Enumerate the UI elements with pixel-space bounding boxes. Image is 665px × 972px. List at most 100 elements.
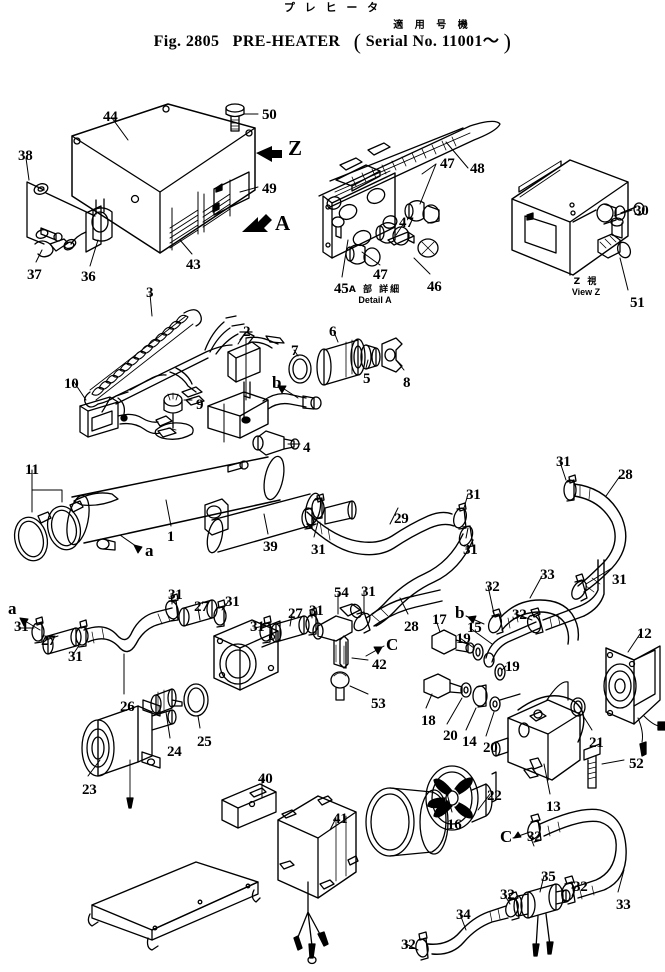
part-callout-48: 48 xyxy=(470,161,485,177)
part-callout-33: 33 xyxy=(540,567,555,583)
part-callout-18: 18 xyxy=(421,713,436,729)
detail-a-assembly xyxy=(319,121,500,266)
hose-26 xyxy=(84,608,174,652)
part-callout-28: 28 xyxy=(618,467,633,483)
part-callout-36: 36 xyxy=(81,269,96,285)
clip-8 xyxy=(382,338,402,372)
connector-10 xyxy=(80,397,176,437)
ref-c-bottom: C xyxy=(500,827,513,846)
part-callout-35: 35 xyxy=(541,869,556,885)
figure-title: プ レ ヒ ー タ Fig. 2805 PRE-HEATER ( 適 用 号 機… xyxy=(0,1,665,54)
clamp-31-e xyxy=(564,475,576,501)
arrow-z xyxy=(256,146,282,162)
clamp-31-b xyxy=(452,503,469,529)
part-callout-52: 52 xyxy=(629,756,644,772)
part-callout-32: 32 xyxy=(512,607,527,623)
part-callout-40: 40 xyxy=(258,771,273,787)
part-callout-6: 6 xyxy=(329,324,337,340)
filter-35 xyxy=(514,884,570,956)
part-callout-31: 31 xyxy=(309,603,324,619)
part-callout-47: 47 xyxy=(399,215,414,231)
clamp-32-b xyxy=(525,608,543,635)
paren-open: ( xyxy=(353,29,362,54)
serial-english: Serial No. 11001～ xyxy=(365,33,500,50)
washer-19-b xyxy=(495,664,505,680)
part-callout-31: 31 xyxy=(168,587,183,603)
part-callout-31: 31 xyxy=(14,619,29,635)
part-callout-23: 23 xyxy=(82,782,97,798)
figure-name: PRE-HEATER xyxy=(232,33,341,50)
section-arrow-z-letter: Z xyxy=(288,136,302,160)
part-callout-29: 29 xyxy=(394,511,409,527)
view-z-label-en: View Z xyxy=(571,287,601,297)
clamps-11 xyxy=(10,501,85,564)
part-callout-9: 9 xyxy=(196,397,204,413)
part-callout-14: 14 xyxy=(462,734,477,750)
arrow-a xyxy=(242,214,272,232)
part-callout-15: 15 xyxy=(467,620,482,636)
fitting-5 xyxy=(361,345,380,369)
part-callout-13: 13 xyxy=(546,799,561,815)
part-callout-32: 32 xyxy=(401,937,416,953)
solenoid-2 xyxy=(228,332,260,398)
reference-arrows xyxy=(20,385,530,838)
part-callout-17: 17 xyxy=(432,612,447,628)
part-callout-31: 31 xyxy=(466,487,481,503)
fitting-14 xyxy=(473,685,487,707)
clamp-31-h xyxy=(76,620,88,647)
part-callout-21: 21 xyxy=(589,735,604,751)
part-callout-47: 47 xyxy=(440,156,455,172)
fitting-51 xyxy=(598,234,633,260)
part-callout-31: 31 xyxy=(68,649,83,665)
detail-a-label-en: Detail A xyxy=(358,295,392,305)
detail-a-label: A 部 詳細 Detail A xyxy=(330,284,420,305)
view-z-assembly xyxy=(512,160,644,275)
part-callout-41: 41 xyxy=(333,811,348,827)
part-callout-27: 27 xyxy=(194,599,209,615)
part-callout-31: 31 xyxy=(463,542,478,558)
part-callout-31: 31 xyxy=(250,619,265,635)
part-callout-46: 46 xyxy=(427,279,442,295)
part-callout-7: 7 xyxy=(291,343,299,359)
bracket-40 xyxy=(222,784,276,828)
clamp-31-a xyxy=(302,508,314,529)
title-japanese: プ レ ヒ ー タ xyxy=(283,1,382,14)
motor-12 xyxy=(604,646,665,756)
ref-b-mid: b xyxy=(455,603,465,622)
title-english-row: Fig. 2805 PRE-HEATER ( 適 用 号 機 Serial No… xyxy=(0,15,665,54)
washer-19-a xyxy=(473,644,483,660)
tank-assembly xyxy=(10,455,356,565)
bolt-50 xyxy=(226,104,244,131)
part-callout-19: 19 xyxy=(456,631,471,647)
part-callout-30: 30 xyxy=(634,203,649,219)
clamp-31-d xyxy=(351,610,373,633)
part-callout-31: 31 xyxy=(361,584,376,600)
part-callout-32: 32 xyxy=(485,579,500,595)
part-callout-25: 25 xyxy=(197,734,212,750)
part-callout-33: 33 xyxy=(616,897,631,913)
ref-c-right: C xyxy=(386,635,399,654)
clamp-32-f xyxy=(415,932,430,960)
hose-29 xyxy=(307,512,454,555)
part-callout-19: 19 xyxy=(505,659,520,675)
part-callout-11: 11 xyxy=(25,462,39,478)
ring-16 xyxy=(366,788,448,856)
part-callout-49: 49 xyxy=(262,181,277,197)
part-callout-31: 31 xyxy=(612,572,627,588)
part-callout-53: 53 xyxy=(371,696,386,712)
part-callout-27: 27 xyxy=(288,606,303,622)
part-callout-16: 16 xyxy=(447,817,462,833)
part-callout-50: 50 xyxy=(262,107,277,123)
serial-japanese: 適 用 号 機 xyxy=(393,20,472,31)
part-callout-54: 54 xyxy=(334,585,349,601)
part-callout-38: 38 xyxy=(18,148,33,164)
bolt-46 xyxy=(388,232,438,257)
clamp-31-f xyxy=(569,574,589,602)
detail-a-label-jp: A 部 詳細 xyxy=(348,285,402,295)
part-callout-26: 26 xyxy=(120,699,135,715)
part-callout-2: 2 xyxy=(243,324,251,340)
part-callout-31: 31 xyxy=(311,542,326,558)
part-callout-12: 12 xyxy=(637,626,652,642)
part-callout-3: 3 xyxy=(146,285,154,301)
control-box-assembly xyxy=(27,104,282,257)
